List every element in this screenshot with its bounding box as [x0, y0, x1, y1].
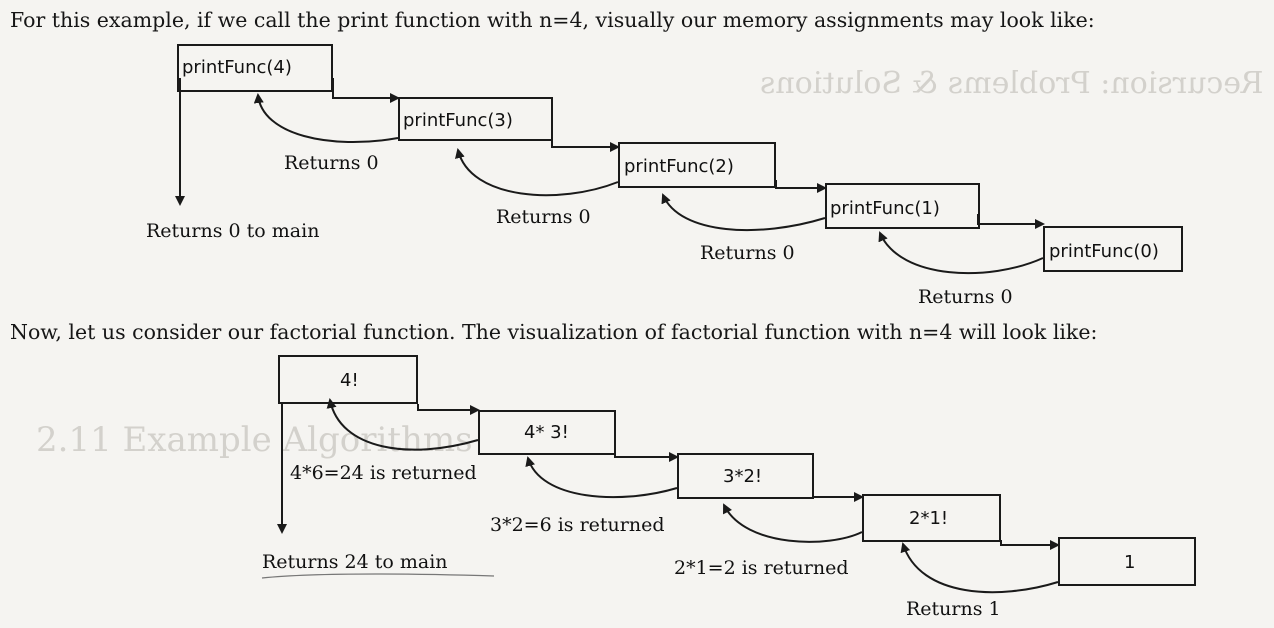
return-arrow	[661, 193, 826, 231]
return-arrow	[900, 542, 1059, 594]
return-label: Returns 0	[700, 242, 795, 264]
returns-to-main-label: Returns 0 to main	[146, 220, 320, 242]
return-label: Returns 0	[284, 152, 379, 174]
return-label: 3*2=6 is returned	[490, 514, 665, 536]
return-arrow	[326, 398, 479, 451]
factorial-box-label: 2*1!	[909, 508, 949, 529]
pencil-underline	[261, 573, 495, 579]
return-arrow	[878, 231, 1044, 275]
call-box-printFunc-2: printFunc(2)	[618, 142, 776, 188]
call-box-label: printFunc(1)	[830, 198, 940, 219]
factorial-paragraph: Now, let us consider our factorial funct…	[10, 320, 1098, 344]
return-arrow	[455, 148, 619, 197]
return-label: Returns 1	[906, 598, 1001, 620]
call-arrow	[614, 452, 679, 462]
call-arrow	[977, 214, 1045, 229]
call-box-printFunc-0: printFunc(0)	[1043, 226, 1183, 272]
factorial-box-4: 4!	[278, 355, 418, 404]
call-box-printFunc-3: printFunc(3)	[398, 97, 553, 141]
return-label: 2*1=2 is returned	[674, 557, 849, 579]
call-box-printFunc-1: printFunc(1)	[825, 183, 980, 229]
factorial-box-4x3: 4* 3!	[478, 410, 616, 455]
call-arrow	[775, 180, 827, 193]
factorial-box-1: 1	[1058, 537, 1196, 586]
factorial-box-label: 3*2!	[723, 466, 763, 487]
return-arrow	[253, 93, 399, 144]
call-arrow	[332, 78, 400, 103]
return-arrow	[525, 456, 678, 499]
call-box-printFunc-4: printFunc(4)	[177, 44, 333, 92]
return-label: Returns 0	[496, 206, 591, 228]
returns-to-main-label: Returns 24 to main	[262, 551, 448, 573]
factorial-box-label: 4!	[340, 370, 359, 391]
factorial-box-2x1: 2*1!	[862, 494, 1001, 542]
call-box-label: printFunc(0)	[1049, 241, 1159, 262]
call-box-label: printFunc(2)	[624, 156, 734, 177]
factorial-box-label: 1	[1124, 552, 1136, 573]
factorial-box-label: 4* 3!	[524, 422, 569, 443]
return-arrow	[723, 503, 863, 543]
call-arrow	[417, 404, 480, 415]
call-arrow	[551, 140, 620, 152]
call-box-label: printFunc(4)	[182, 57, 292, 78]
intro-paragraph: For this example, if we call the print f…	[10, 8, 1095, 32]
return-label: Returns 0	[918, 286, 1013, 308]
call-arrow	[1000, 540, 1060, 550]
factorial-box-3x2: 3*2!	[677, 453, 814, 499]
call-box-label: printFunc(3)	[403, 110, 513, 131]
return-label: 4*6=24 is returned	[290, 462, 477, 484]
